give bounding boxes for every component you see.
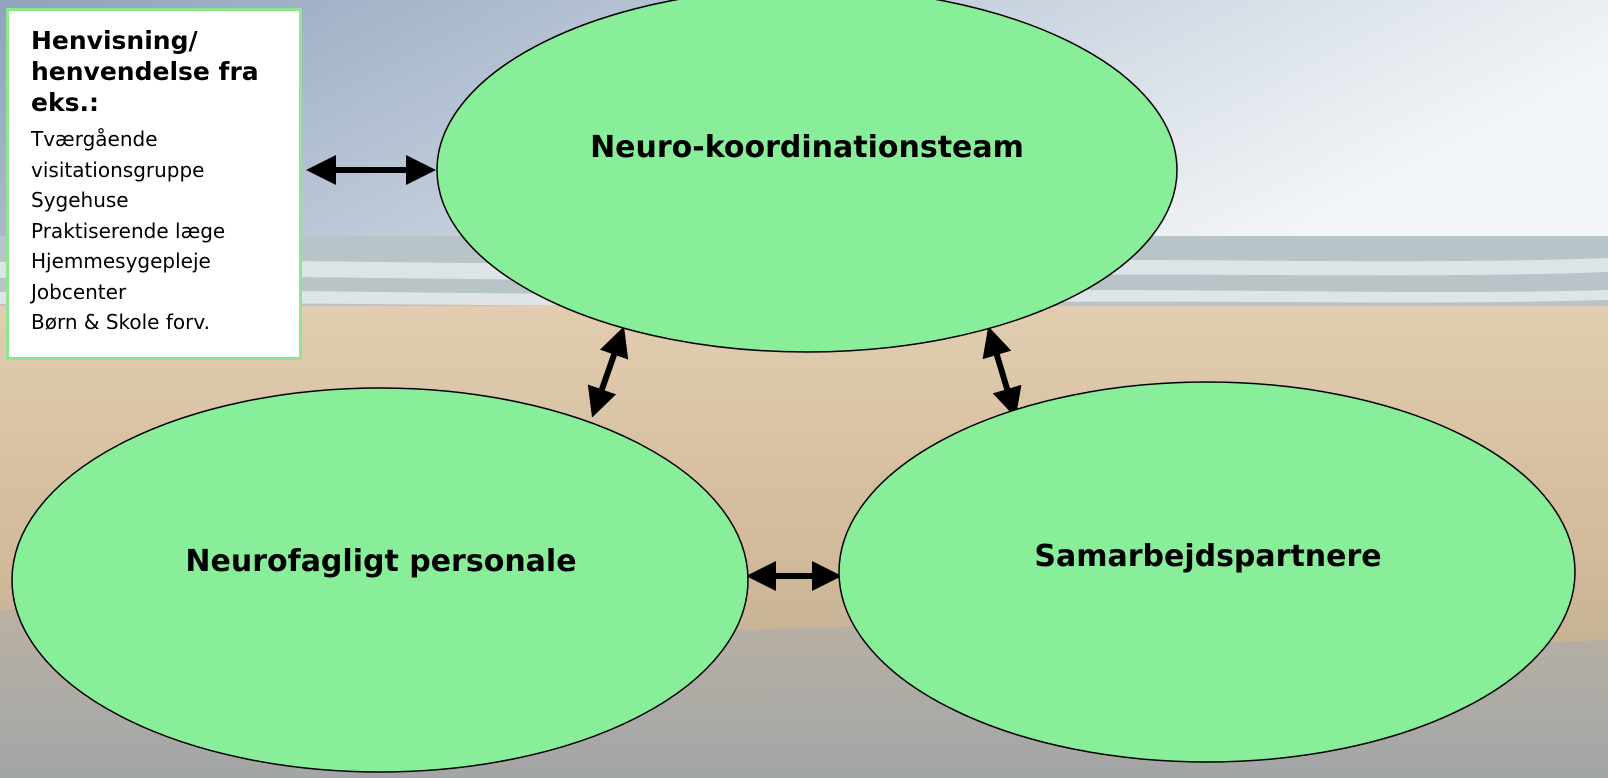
referral-item: Praktiserende læge — [31, 218, 226, 243]
node-staff-label: Neurofagligt personale — [185, 544, 576, 579]
node-coordination-label: Neuro-koordinationsteam — [590, 130, 1024, 165]
referral-box: Henvisning/ henvendelse fra eks.: Tværgå… — [6, 8, 302, 360]
referral-item: visitationsgruppe — [31, 157, 205, 182]
referral-list: Tværgående visitationsgruppe Sygehuse Pr… — [31, 124, 289, 338]
arrow-coordination-partners — [982, 326, 1022, 418]
node-partners-label: Samarbejdspartnere — [1034, 539, 1381, 574]
referral-item: Hjemmesygepleje — [31, 249, 211, 273]
node-partners: Samarbejdspartnere — [838, 381, 1576, 763]
referral-title: Henvisning/ henvendelse fra eks.: — [31, 26, 259, 117]
node-staff: Neurofagligt personale — [11, 387, 749, 773]
arrow-coordination-staff — [587, 326, 629, 418]
node-staff-shape — [11, 387, 749, 773]
referral-item: Børn & Skole forv. — [31, 310, 210, 334]
node-coordination: Neuro-koordinationsteam — [436, 0, 1178, 353]
node-coordination-shape — [436, 0, 1178, 353]
connector-arrows — [306, 155, 1022, 591]
node-partners-shape — [838, 381, 1576, 763]
referral-item: Sygehuse — [31, 188, 129, 212]
referral-item: Jobcenter — [31, 279, 127, 304]
referral-item: Tværgående — [31, 127, 158, 151]
